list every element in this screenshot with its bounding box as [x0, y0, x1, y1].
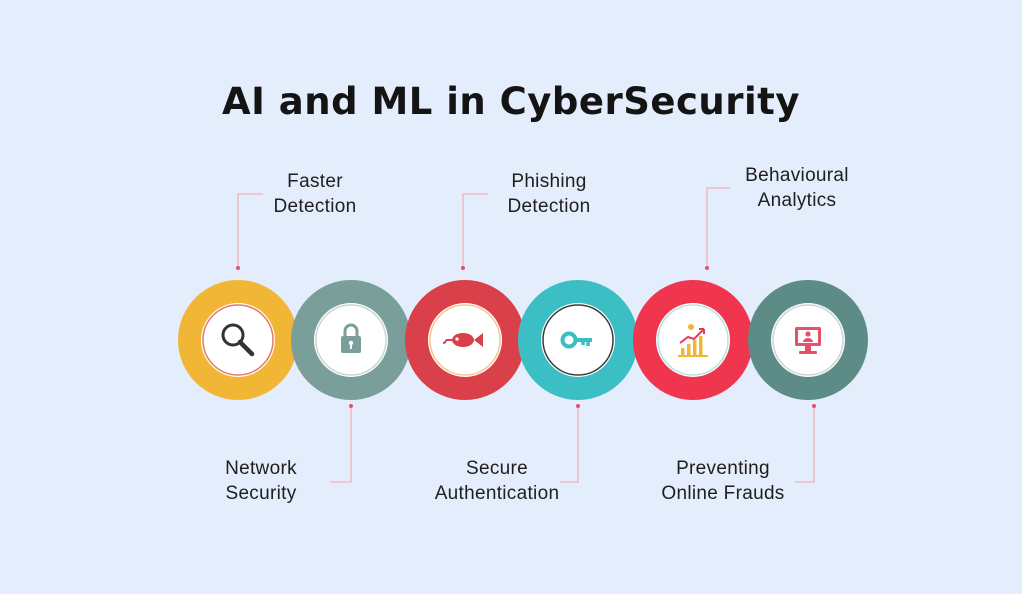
connector-behavioural-analytics	[706, 187, 730, 268]
connector-phishing-detection	[462, 193, 488, 268]
circle-faster-detection	[178, 280, 298, 400]
key-icon	[560, 331, 592, 349]
label-line: Online Frauds	[661, 483, 785, 504]
label-line: Analytics	[757, 190, 837, 211]
inner-outline	[542, 304, 614, 376]
inner-outline	[657, 304, 729, 376]
inner-outline	[772, 304, 844, 376]
inner-disc	[201, 303, 275, 377]
label-line: Authentication	[434, 483, 560, 504]
label-line: Preventing	[676, 458, 770, 479]
label-line: Behavioural	[745, 165, 849, 186]
label-line: Detection	[273, 196, 357, 217]
label-network-security: Network Security	[161, 456, 361, 506]
connectors	[236, 187, 816, 483]
label-line: Phishing	[511, 171, 587, 192]
label-preventing-online-frauds: Preventing Online Frauds	[623, 456, 823, 506]
label-line: Security	[225, 483, 297, 504]
label-behavioural-analytics: Behavioural Analytics	[697, 163, 897, 213]
connector-behavioural-analytics-dot	[705, 266, 709, 270]
circle-preventing-online-frauds	[748, 280, 868, 400]
connector-phishing-detection-dot	[461, 266, 465, 270]
label-line: Faster	[287, 171, 343, 192]
connector-secure-authentication-dot	[576, 404, 580, 408]
circle-phishing-detection	[405, 280, 525, 400]
label-line: Network	[225, 458, 297, 479]
connector-preventing-online-frauds	[795, 406, 815, 483]
label-line: Secure	[465, 458, 528, 479]
inner-outline	[202, 304, 274, 376]
label-phishing-detection: Phishing Detection	[449, 169, 649, 219]
connector-preventing-online-frauds-dot	[812, 404, 816, 408]
connector-faster-detection-dot	[236, 266, 240, 270]
computer-user-icon	[795, 327, 821, 354]
label-faster-detection: Faster Detection	[215, 169, 415, 219]
growth-chart-icon	[678, 324, 708, 357]
inner-outline	[429, 304, 501, 376]
magnifier-icon	[221, 323, 255, 357]
padlock-icon	[341, 323, 361, 353]
fish-hook-icon	[442, 333, 483, 347]
connector-faster-detection	[237, 193, 263, 268]
label-secure-authentication: Secure Authentication	[397, 456, 597, 506]
inner-outline	[315, 304, 387, 376]
page-title: AI and ML in CyberSecurity	[222, 80, 800, 123]
circle-secure-authentication	[518, 280, 638, 400]
connector-secure-authentication	[560, 406, 579, 483]
connector-network-security	[330, 406, 352, 483]
circle-network-security	[291, 280, 411, 400]
circle-behavioural-analytics	[633, 280, 753, 400]
label-line: Detection	[507, 196, 591, 217]
connector-network-security-dot	[349, 404, 353, 408]
